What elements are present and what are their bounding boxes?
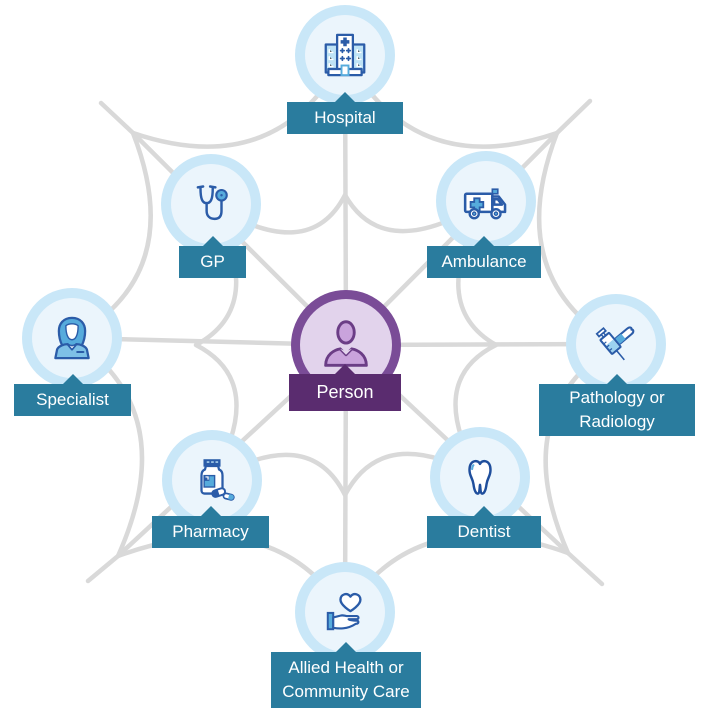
stethoscope-icon xyxy=(196,185,228,221)
label-gp: GP xyxy=(179,246,246,278)
node-hospital-circle xyxy=(305,15,385,95)
label-ambulance: Ambulance xyxy=(427,246,541,278)
label-allied: Allied Health or Community Care xyxy=(271,652,421,708)
node-gp-circle xyxy=(171,164,251,244)
node-specialist xyxy=(22,288,122,388)
node-allied-circle xyxy=(305,572,385,652)
medicine-bottle-icon xyxy=(200,459,235,501)
person-icon xyxy=(324,320,368,367)
node-pathology-circle xyxy=(576,304,656,384)
node-dentist-circle xyxy=(440,437,520,517)
ambulance-icon xyxy=(463,188,507,220)
hand-heart-icon xyxy=(326,593,362,631)
web-anchor-stubs xyxy=(85,98,605,587)
node-ambulance xyxy=(436,151,536,251)
hospital-icon xyxy=(324,33,366,77)
label-person: Person xyxy=(289,374,401,411)
node-specialist-circle xyxy=(32,298,112,378)
label-dentist: Dentist xyxy=(427,516,541,548)
specialist-icon xyxy=(54,316,90,360)
node-pathology xyxy=(566,294,666,394)
node-gp xyxy=(161,154,261,254)
label-hospital: Hospital xyxy=(287,102,403,134)
node-ambulance-circle xyxy=(446,161,526,241)
web-inner-ring xyxy=(193,192,499,498)
label-pharmacy: Pharmacy xyxy=(152,516,269,548)
node-hospital xyxy=(295,5,395,105)
tooth-icon xyxy=(468,459,492,495)
label-specialist: Specialist xyxy=(14,384,131,416)
syringe-bone-icon xyxy=(595,326,635,361)
label-pathology: Pathology or Radiology xyxy=(539,384,695,436)
